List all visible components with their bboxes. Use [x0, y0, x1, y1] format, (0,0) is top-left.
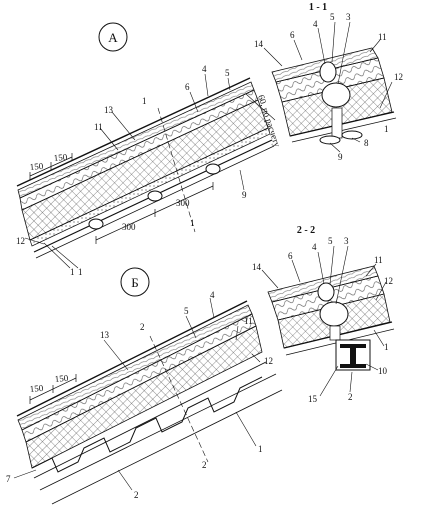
view-a-dim-150-a: 150: [29, 161, 44, 172]
section-2-2: 2 - 2 14 6 4 5 3 11 12 1 10 15: [252, 225, 395, 404]
view-a-callout-11: 11: [94, 122, 103, 132]
section-2-2-title: 2 - 2: [297, 225, 315, 236]
view-b-dim-150-b: 150: [54, 373, 69, 384]
section-1-1: 1 - 1 14 6 4 5 3 11 12 8 1 9: [254, 2, 403, 162]
section-2-2-callout-5: 5: [328, 236, 333, 246]
section-1-1-callout-4: 4: [313, 19, 318, 29]
section-1-1-callout-6: 6: [290, 30, 295, 40]
view-b-callout-7: 7: [6, 474, 11, 484]
view-b-callout-2-top: 2: [140, 322, 145, 332]
section-1-1-title: 1 - 1: [309, 2, 327, 13]
view-a-insulation-layer: [21, 99, 269, 241]
view-b-profiled-deck: [31, 376, 263, 473]
view-a-marker-circle: [98, 22, 128, 52]
view-a-roof-section: А 1 1 12 11 13 1 6 4 5 9 1 150 150 300 3…: [16, 22, 283, 277]
view-a-callout-1-top: 1: [142, 96, 147, 106]
view-a-callout-12: 12: [16, 236, 25, 246]
view-a-callout-4: 4: [202, 64, 207, 74]
view-b-callout-5: 5: [184, 306, 189, 316]
view-b-insulation-layer: [25, 325, 263, 469]
view-a-batten-markers: [88, 163, 221, 230]
view-b-dim-150-a: 150: [29, 383, 44, 394]
view-a-dim-300-a: 300: [122, 222, 136, 232]
section-2-2-callout-14: 14: [252, 262, 262, 272]
section-2-2-callout-3: 3: [344, 236, 349, 246]
section-2-2-callout-2: 2: [348, 392, 353, 402]
view-b-callout-4: 4: [210, 290, 215, 300]
section-1-1-callout-5: 5: [330, 12, 335, 22]
section-1-1-callout-11: 11: [378, 32, 387, 42]
section-1-1-callout-8: 8: [364, 138, 369, 148]
view-b-callout-2-cut: 2: [202, 460, 207, 470]
section-1-1-callout-12: 12: [394, 72, 403, 82]
view-a-callout-9: 9: [242, 190, 247, 200]
view-a-dim-300-b: 300: [176, 198, 190, 208]
section-2-2-callout-12: 12: [384, 276, 393, 286]
view-a-callout-1-left: 1: [70, 267, 75, 277]
view-b-roof-section: Б 13 2 5 4 11 12 1 7 2 2 150 150: [6, 267, 283, 505]
section-1-1-callout-1: 1: [384, 124, 389, 134]
view-b-label: Б: [131, 275, 138, 290]
view-b-callout-11: 11: [244, 316, 253, 326]
view-a-callout-13: 13: [104, 105, 114, 115]
view-a-dim-150-b: 150: [53, 152, 68, 163]
view-a-roofing-layer: [17, 81, 255, 199]
view-a-vapour-barrier: [29, 127, 271, 247]
view-b-callout-12: 12: [264, 356, 273, 366]
view-a-callout-1-left-b: 1: [78, 267, 83, 277]
view-b-callout-13: 13: [100, 330, 110, 340]
section-1-1-callout-3: 3: [346, 12, 351, 22]
section-2-2-callout-11: 11: [374, 255, 383, 265]
view-b-callout-2-bottom: 2: [134, 490, 139, 500]
view-a-callout-6: 6: [185, 82, 190, 92]
section-2-2-callout-10: 10: [378, 366, 388, 376]
view-b-callout-1: 1: [258, 444, 263, 454]
section-2-2-callout-6: 6: [288, 251, 293, 261]
view-b-marker-circle: [120, 267, 150, 297]
section-2-2-callout-1: 1: [384, 342, 389, 352]
section-1-1-callout-9: 9: [338, 152, 343, 162]
section-2-2-callout-15: 15: [308, 394, 318, 404]
view-a-callout-5: 5: [225, 68, 230, 78]
section-2-2-callout-4: 4: [312, 242, 317, 252]
view-a-callout-1-cut: 1: [190, 218, 195, 228]
section-1-1-callout-14: 14: [254, 39, 264, 49]
view-a-label: А: [108, 30, 118, 45]
